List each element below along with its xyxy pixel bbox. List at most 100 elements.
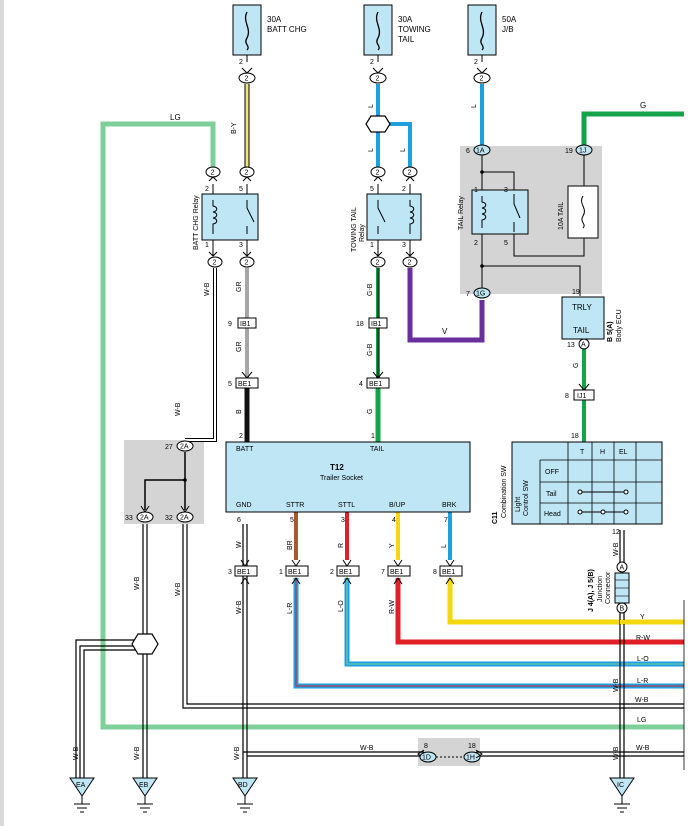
label-wb-32: W-B xyxy=(175,582,182,596)
svg-text:STTR: STTR xyxy=(286,502,304,509)
svg-text:TAIL: TAIL xyxy=(370,446,384,453)
svg-text:30A: 30A xyxy=(267,15,282,24)
label-gb1: G-B xyxy=(367,283,374,296)
label-wb1: W-B xyxy=(204,282,211,296)
svg-text:BRK: BRK xyxy=(442,502,457,509)
label-g-tail: G xyxy=(367,409,374,414)
svg-text:IB1: IB1 xyxy=(371,321,382,328)
wire-wb-relay-fill xyxy=(185,268,216,441)
svg-text:BATT: BATT xyxy=(236,446,254,453)
svg-text:6: 6 xyxy=(466,148,470,155)
svg-text:BE1: BE1 xyxy=(369,381,382,388)
label-l4: L xyxy=(471,104,478,108)
svg-text:C11: C11 xyxy=(492,511,499,524)
connector-fuse-tt: 2 xyxy=(369,67,387,84)
body-ecu: 19 TRLY TAIL A 13 B 5(A) Body ECU xyxy=(561,289,623,350)
svg-text:50A: 50A xyxy=(502,15,517,24)
label-l-brk: L xyxy=(441,544,448,548)
svg-text:2: 2 xyxy=(205,186,209,193)
label-wb-ic: W-B xyxy=(613,678,620,692)
label-l2: L xyxy=(368,148,375,152)
svg-text:7: 7 xyxy=(381,569,385,576)
svg-text:T: T xyxy=(580,449,585,456)
svg-text:J 4(A), J 5(B): J 4(A), J 5(B) xyxy=(588,569,595,612)
label-gr1: GR xyxy=(236,282,243,293)
ground-eb: EB xyxy=(132,777,158,813)
label-gr2: GR xyxy=(236,342,243,353)
svg-text:A: A xyxy=(620,565,625,572)
connector-fuse-batt: 2 xyxy=(238,67,256,84)
label-wb-2a: W-B xyxy=(134,576,141,590)
label-wb-ea: W-B xyxy=(73,746,80,760)
svg-text:2: 2 xyxy=(330,569,334,576)
svg-text:3: 3 xyxy=(402,242,406,249)
fuse-jb: 50A J/B 2 xyxy=(467,4,517,66)
fuse-towing-tail: 30A TOWING TAIL 2 xyxy=(363,4,431,66)
label-lr: L-R xyxy=(287,603,294,614)
svg-text:2: 2 xyxy=(370,59,374,66)
label-v: V xyxy=(442,327,448,336)
svg-text:3: 3 xyxy=(239,242,243,249)
svg-text:Combination SW: Combination SW xyxy=(501,465,508,518)
svg-text:EB: EB xyxy=(139,782,149,789)
page-edge xyxy=(0,0,4,826)
combination-switch: T H EL OFF Tail Head Light Control SW C1… xyxy=(492,441,663,525)
label-lg: LG xyxy=(170,113,181,122)
splice-wb xyxy=(131,633,159,655)
svg-text:8: 8 xyxy=(424,743,428,750)
towing-relay-label: TOWING TAIL xyxy=(351,207,358,252)
junction-connector: A B J 4(A), J 5(B) Junction Connector xyxy=(588,561,630,614)
svg-text:Head: Head xyxy=(544,511,561,518)
wire-wb-bottom xyxy=(243,751,684,757)
svg-text:19: 19 xyxy=(565,148,573,155)
ground-ea: EA xyxy=(69,777,95,813)
svg-text:2: 2 xyxy=(376,260,380,267)
svg-text:B/UP: B/UP xyxy=(389,502,406,509)
svg-text:TRLY: TRLY xyxy=(572,303,593,312)
svg-text:BE1: BE1 xyxy=(237,569,250,576)
svg-text:1D: 1D xyxy=(422,755,431,762)
svg-text:2: 2 xyxy=(211,170,215,177)
svg-text:9: 9 xyxy=(228,321,232,328)
label-b: B xyxy=(236,409,243,414)
svg-text:BATT CHG: BATT CHG xyxy=(267,25,307,34)
svg-text:GND: GND xyxy=(236,502,252,509)
label-wb-bd2: W-B xyxy=(234,746,241,760)
svg-text:2: 2 xyxy=(480,76,484,83)
connector-be1-g: BE1 8 xyxy=(433,559,463,585)
tail-fuse-label: 10A TAIL xyxy=(558,202,565,230)
svg-text:2A: 2A xyxy=(180,444,189,451)
svg-text:IC: IC xyxy=(617,782,624,789)
connector-ij1: IJ1 8 xyxy=(565,383,595,401)
svg-text:2A: 2A xyxy=(180,515,189,522)
pin-t3: 3 xyxy=(341,517,345,524)
wire-wb-jc xyxy=(619,612,625,780)
fuse-batt-chg: 30A BATT CHG 2 xyxy=(232,4,307,66)
label-br: BR xyxy=(287,540,294,550)
connector-be1-c: BE1 3 xyxy=(228,559,258,585)
svg-text:IJ1: IJ1 xyxy=(577,393,586,400)
svg-text:BD: BD xyxy=(238,782,248,789)
svg-text:3: 3 xyxy=(228,569,232,576)
connector-be1-e: BE1 2 xyxy=(330,559,360,585)
connector-be1-f: BE1 7 xyxy=(381,559,411,585)
pin-tail: 1 xyxy=(371,433,375,440)
wire-wb-ea xyxy=(79,645,136,780)
ground-bd: BD xyxy=(232,777,258,813)
svg-text:33: 33 xyxy=(125,515,133,522)
svg-text:BE1: BE1 xyxy=(390,569,403,576)
svg-text:2: 2 xyxy=(245,260,249,267)
svg-text:1H: 1H xyxy=(466,755,475,762)
svg-text:19: 19 xyxy=(572,289,580,296)
svg-text:TOWING: TOWING xyxy=(398,25,431,34)
svg-text:Trailer Socket: Trailer Socket xyxy=(320,475,363,482)
connector-be1-b: BE1 4 xyxy=(359,371,390,389)
svg-text:Body ECU: Body ECU xyxy=(616,309,623,342)
connector-2a-shade xyxy=(124,440,204,524)
svg-text:BE1: BE1 xyxy=(442,569,455,576)
label-lo-right: L-O xyxy=(637,656,649,663)
svg-text:8: 8 xyxy=(433,569,437,576)
pin-t5: 5 xyxy=(290,517,294,524)
svg-text:B 5(A): B 5(A) xyxy=(607,321,614,342)
wire-l-o-inner xyxy=(346,578,684,665)
